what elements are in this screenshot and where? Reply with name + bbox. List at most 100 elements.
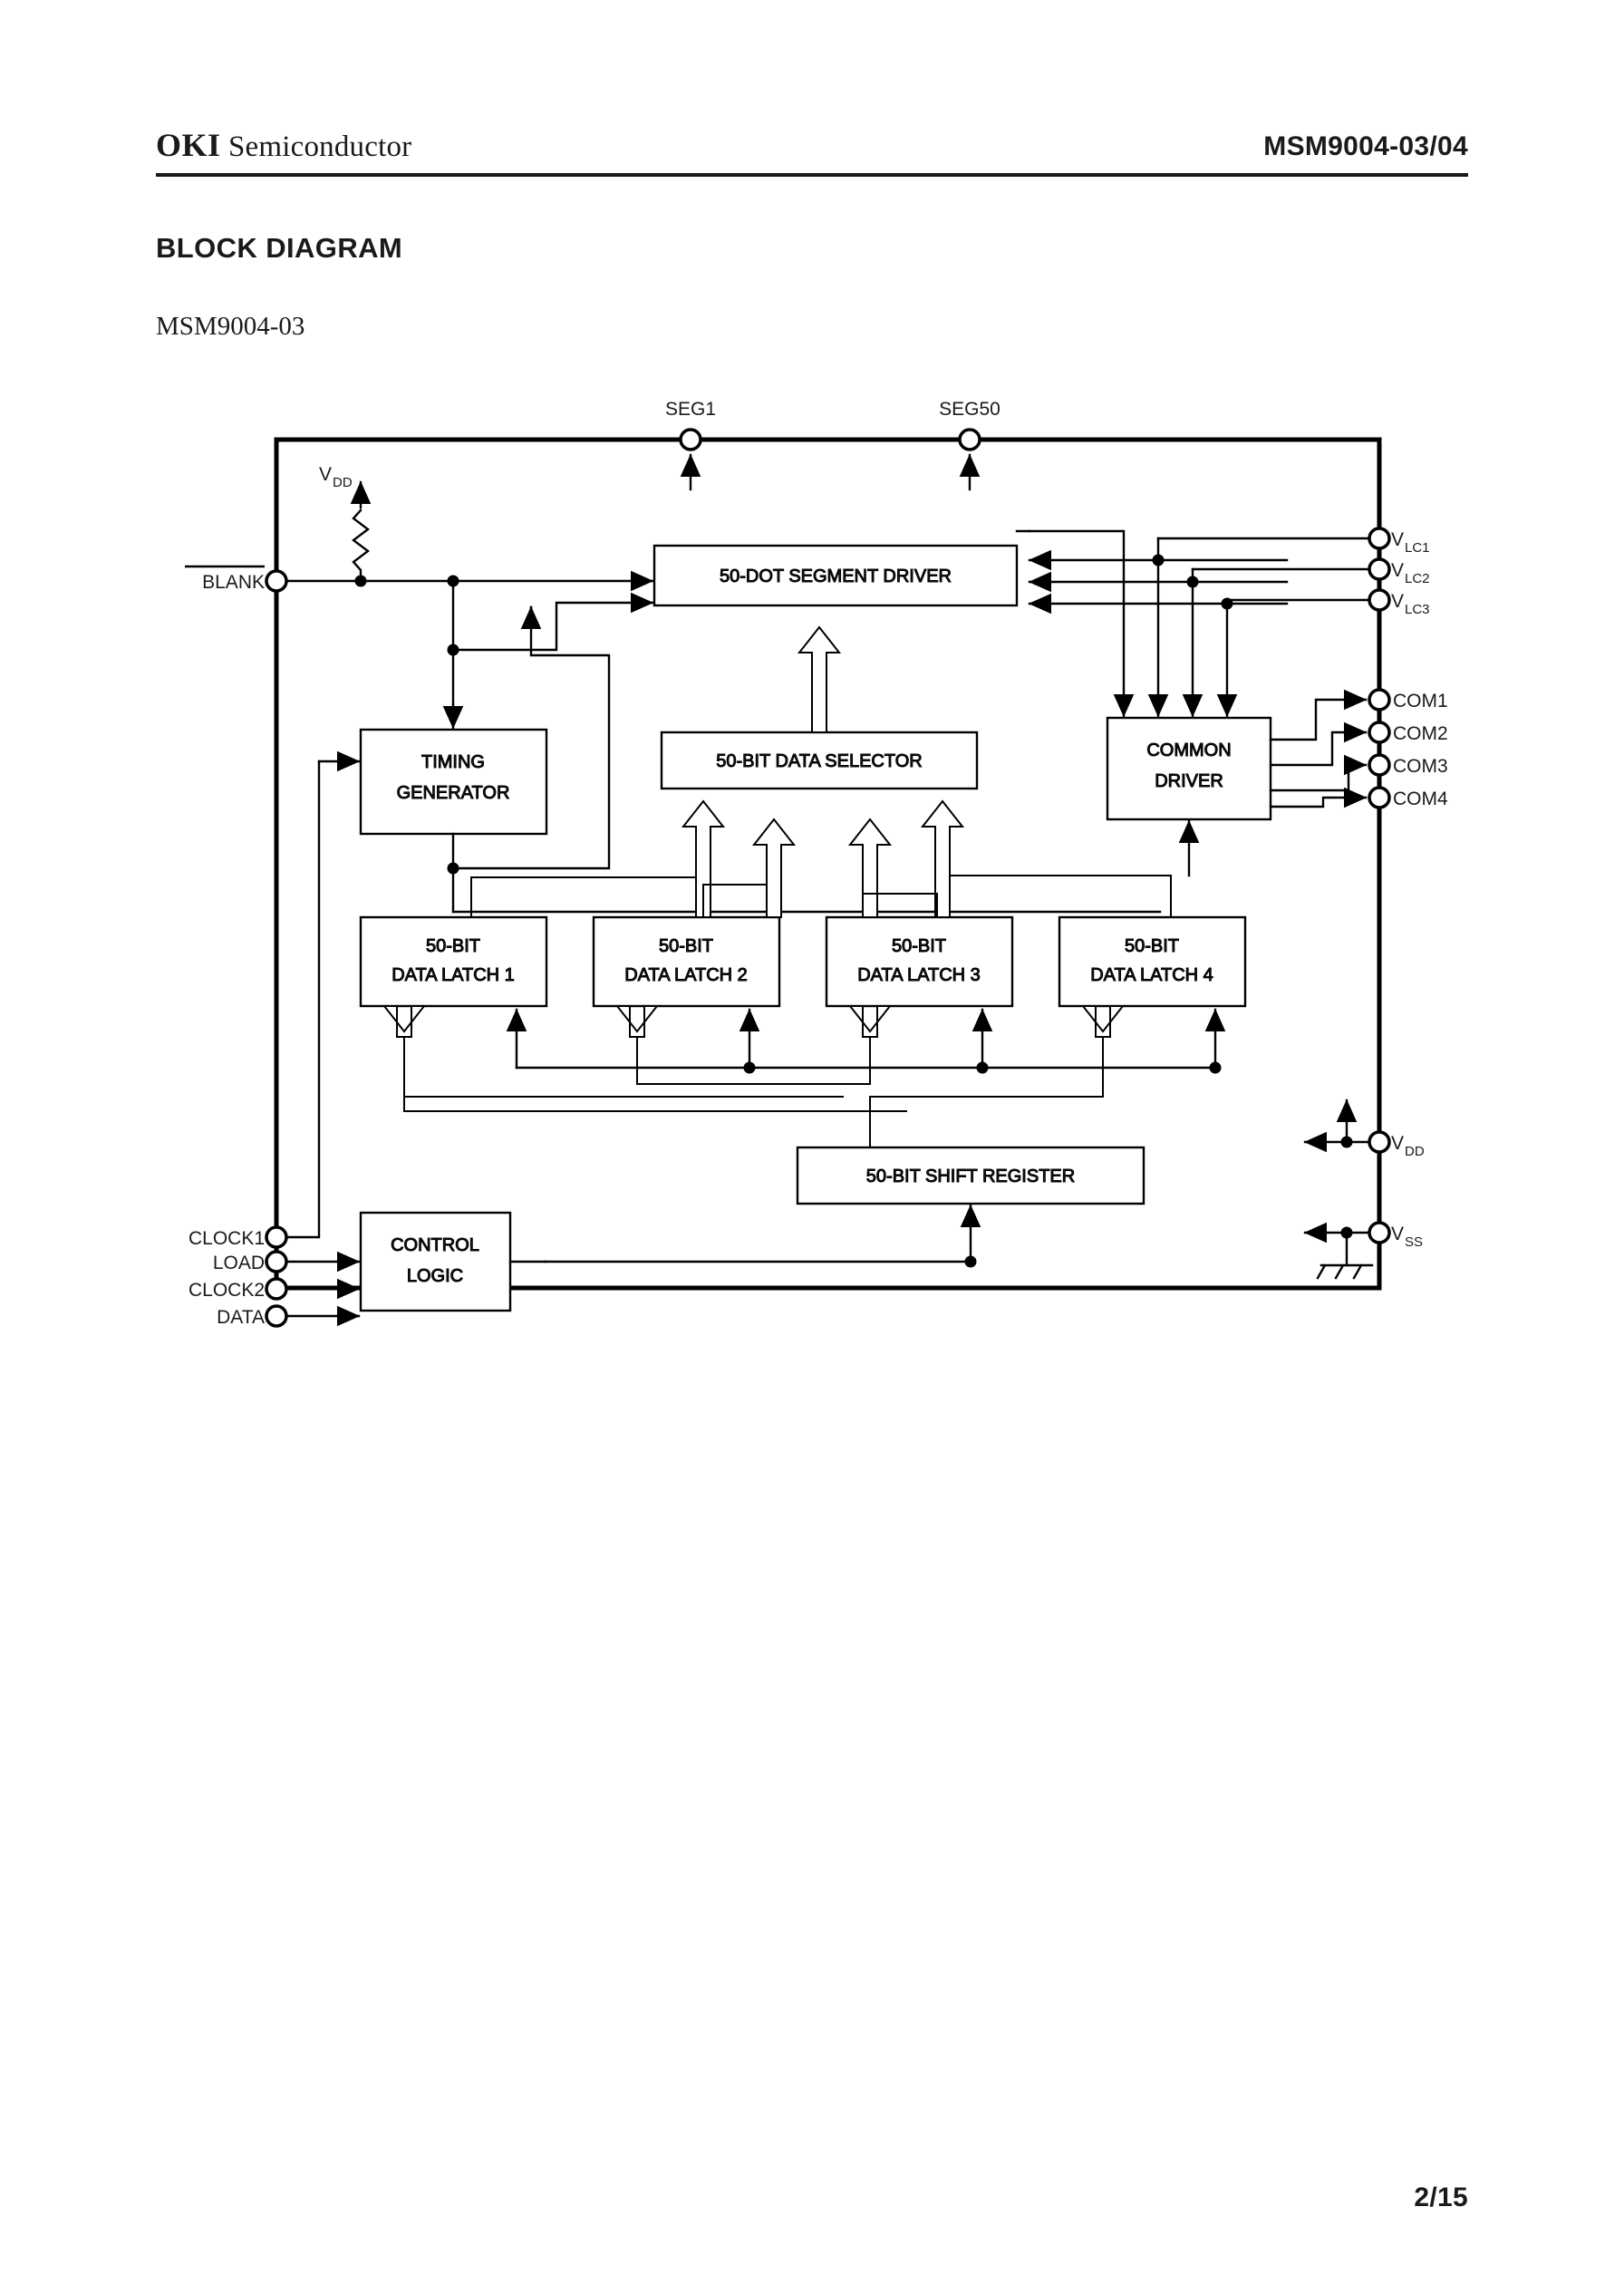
vlc1-junction-dot (1152, 554, 1165, 566)
latch1-label-2: DATA LATCH 1 (392, 965, 515, 985)
latch4-ctrl-dot (1209, 1061, 1222, 1074)
block-shift-register (796, 1146, 1146, 1205)
latch1-to-selector-bus (681, 799, 726, 918)
latch2-ctrl-dot (743, 1061, 756, 1074)
selector-to-segdriver-bus (797, 625, 842, 733)
latch4-label-1: 50-BIT (1125, 936, 1179, 956)
com3-route (1269, 754, 1368, 792)
header-part-number: MSM9004-03/04 (1263, 131, 1468, 161)
block-data-latch-2 (592, 915, 781, 1008)
pin-clock2-terminal (265, 1277, 288, 1301)
label-blank: BLANK (202, 572, 265, 593)
device-variant-label: MSM9004-03 (156, 312, 305, 341)
label-clock1: CLOCK1 (188, 1228, 265, 1249)
latch4-label-2: DATA LATCH 4 (1090, 965, 1213, 985)
header-divider (156, 173, 1468, 177)
label-vlc3-base: V (1391, 591, 1404, 612)
label-vdd-group: V DD (1391, 1133, 1425, 1159)
label-com2: COM2 (1393, 723, 1448, 744)
page-title: BLOCK DIAGRAM (156, 232, 403, 264)
block-data-latch-3 (825, 915, 1014, 1008)
label-vss-group: V SS (1391, 1224, 1423, 1250)
sr-bus-leg-1 (403, 1036, 844, 1098)
label-vlc2-sub: LC2 (1405, 571, 1430, 586)
pin-com1-terminal (1368, 688, 1391, 711)
com2-route (1269, 721, 1368, 767)
label-clock2: CLOCK2 (188, 1280, 265, 1301)
label-data: DATA (217, 1307, 265, 1328)
latch4-to-selector-bus (920, 799, 965, 918)
latch3-label-1: 50-BIT (892, 936, 946, 956)
label-vdd-pullup-group: V DD (319, 464, 353, 490)
label-blank-group: BLANK (185, 565, 265, 593)
com4-route (1269, 787, 1368, 808)
label-seg50: SEG50 (939, 399, 1000, 420)
com1-route (1269, 689, 1368, 741)
segment-driver-label: 50-DOT SEGMENT DRIVER (720, 566, 952, 586)
control-logic-label-2: LOGIC (407, 1266, 463, 1286)
block-common-driver (1106, 716, 1272, 821)
label-vlc1-sub: LC1 (1405, 540, 1430, 556)
block-segment-driver (652, 544, 1019, 607)
data-selector-label: 50-BIT DATA SELECTOR (716, 751, 922, 771)
label-com1: COM1 (1393, 691, 1448, 711)
block-diagram: 50-DOT SEGMENT DRIVER (0, 381, 1624, 1378)
block-control-logic (359, 1211, 512, 1312)
label-vdd-base: V (1391, 1133, 1404, 1154)
label-vlc3-group: V LC3 (1391, 591, 1430, 617)
latch2-label-2: DATA LATCH 2 (624, 965, 748, 985)
pin-clock1-terminal (265, 1225, 288, 1249)
latch2-label-1: 50-BIT (659, 936, 713, 956)
blank-junction-dot-a (354, 575, 367, 587)
sr-bus-leg-2 (636, 1036, 871, 1085)
label-vlc1-base: V (1391, 529, 1404, 550)
latch3-ctrl-dot (976, 1061, 989, 1074)
label-vdd-sub: DD (1405, 1144, 1425, 1159)
shift-register-label: 50-BIT SHIFT REGISTER (866, 1166, 1075, 1186)
ground-symbol-hatch-1 (1316, 1263, 1327, 1280)
latch4-bus-leg (949, 875, 1172, 918)
pin-vlc2-terminal (1368, 557, 1391, 581)
label-seg1: SEG1 (665, 399, 716, 420)
pin-vss-terminal (1368, 1221, 1391, 1244)
pin-seg50-terminal (958, 428, 981, 451)
brand-logo: OKI Semiconductor (156, 126, 411, 164)
ground-symbol-hatch-3 (1352, 1263, 1363, 1280)
brand-semiconductor-text: Semiconductor (220, 131, 412, 163)
page-header: OKI Semiconductor MSM9004-03/04 (156, 122, 1468, 177)
footer-page-number: 2/15 (1414, 2183, 1468, 2212)
label-vlc1-group: V LC1 (1391, 529, 1430, 556)
vlc2-junction-dot (1186, 576, 1199, 588)
sr-to-latch1-bus (382, 1005, 427, 1038)
clock1-riser (275, 760, 321, 1239)
pin-com3-terminal (1368, 753, 1391, 777)
block-timing-generator (359, 728, 548, 836)
pin-data-terminal (265, 1304, 288, 1328)
label-com4: COM4 (1393, 789, 1448, 809)
control-logic-label-1: CONTROL (391, 1235, 479, 1255)
pin-vlc1-terminal (1368, 527, 1391, 550)
label-vdd-pullup-base: V (319, 464, 332, 485)
vdd-pullup-resistor (352, 508, 370, 583)
vlc3-junction-dot (1221, 597, 1233, 610)
block-data-latch-4 (1058, 915, 1247, 1008)
pin-com2-terminal (1368, 721, 1391, 744)
sr-to-latch3-bus (847, 1005, 893, 1038)
pin-com4-terminal (1368, 786, 1391, 809)
latch3-to-selector-bus (847, 818, 893, 918)
label-vlc2-group: V LC2 (1391, 560, 1430, 586)
timing-generator-label-1: TIMING (421, 752, 485, 772)
pin-blank-terminal (265, 569, 288, 593)
label-vlc3-sub: LC3 (1405, 602, 1430, 617)
common-driver-label-2: DRIVER (1155, 771, 1223, 791)
latch2-bus-leg (702, 884, 768, 918)
sr-to-latch4-bus (1080, 1005, 1126, 1038)
label-vss-sub: SS (1405, 1234, 1423, 1250)
latch3-bus-leg (862, 893, 938, 918)
timing-generator-label-2: GENERATOR (397, 783, 510, 803)
label-com3: COM3 (1393, 756, 1448, 777)
latch1-bus-leg (470, 876, 697, 918)
sr-to-latch2-bus (614, 1005, 660, 1038)
block-data-latch-1 (359, 915, 548, 1008)
ground-symbol-hatch-2 (1334, 1263, 1345, 1280)
